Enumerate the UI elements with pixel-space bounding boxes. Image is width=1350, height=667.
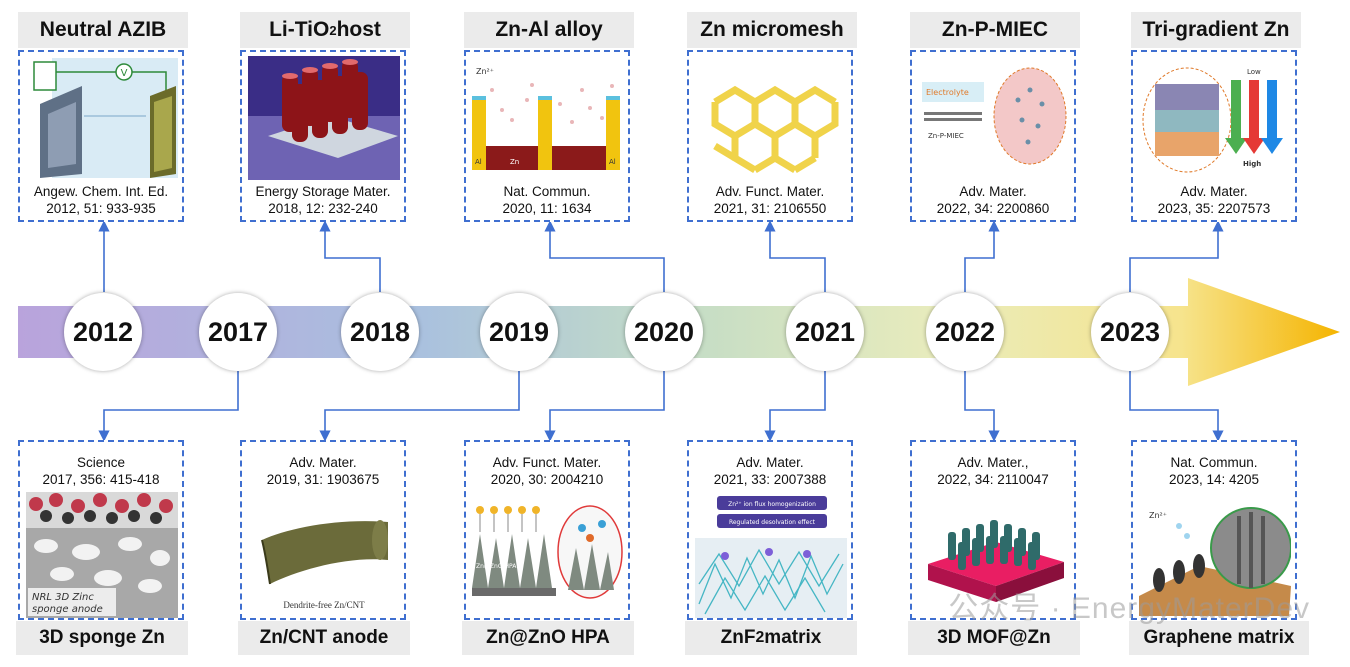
citation-journal: Nat. Commun. bbox=[1170, 455, 1258, 470]
year-label: 2022 bbox=[934, 316, 996, 347]
citation-volume: 2021, 31: 2106550 bbox=[713, 201, 827, 216]
znpmiec-label: Zn-P-MIEC bbox=[928, 132, 964, 140]
nrl-label: NRL 3D Zinc bbox=[32, 592, 94, 603]
al-label-right: Al bbox=[609, 158, 616, 166]
bottom-card-zn-cnt-anode: Adv. Mater. 2019, 31: 1903675 Dendrite-f… bbox=[240, 440, 406, 620]
citation-journal: Adv. Funct. Mater. bbox=[715, 184, 825, 199]
figure-zn-micromesh bbox=[695, 62, 847, 174]
citation-volume: 2023, 14: 4205 bbox=[1168, 472, 1260, 487]
figure-graphene: Zn²⁺ bbox=[1139, 496, 1292, 616]
year-circle-2012: 2012 bbox=[64, 293, 142, 371]
top-card-zn-p-miec: Electrolyte Zn-P-MIEC Adv. Mater. 2022, … bbox=[910, 50, 1076, 222]
znf-caption-a: Zn²⁺ ion flux homogenization bbox=[728, 501, 816, 508]
citation-volume: 2018, 12: 232-240 bbox=[268, 201, 378, 216]
bottom-title-zn-cnt-anode: Zn/CNT anode bbox=[238, 621, 410, 655]
sponge-label: sponge anode bbox=[32, 604, 103, 615]
top-title-tri-gradient-zn: Tri-gradient Zn bbox=[1131, 12, 1301, 48]
al-label-left: Al bbox=[475, 158, 482, 166]
year-label: 2019 bbox=[488, 316, 550, 347]
top-title-zn-al-alloy: Zn-Al alloy bbox=[464, 12, 634, 48]
citation-journal: Adv. Mater. bbox=[1180, 184, 1248, 199]
top-title-zn-p-miec: Zn-P-MIEC bbox=[910, 12, 1080, 48]
bottom-card-zn-zno-hpa: Adv. Funct. Mater. 2020, 30: 2004210 Zn@… bbox=[464, 440, 630, 620]
year-label: 2012 bbox=[72, 316, 134, 347]
year-circle-2017: 2017 bbox=[199, 293, 277, 371]
znf-caption-b: Regulated desolvation effect bbox=[729, 519, 816, 526]
bottom-card-3d-mof-zn: Adv. Mater., 2022, 34: 2110047 bbox=[910, 440, 1076, 620]
citation-journal: Adv. Mater., bbox=[957, 455, 1029, 470]
year-circle-2018: 2018 bbox=[341, 293, 419, 371]
year-circle-2019: 2019 bbox=[480, 293, 558, 371]
figure-zn-p-miec: Electrolyte Zn-P-MIEC bbox=[918, 60, 1070, 178]
zn2-label: Zn²⁺ bbox=[1149, 511, 1167, 520]
connectors bbox=[98, 220, 1224, 442]
figure-3d-sponge: NRL 3D Zinc sponge anode bbox=[26, 492, 178, 618]
bottom-title-graphene-matrix: Graphene matrix bbox=[1129, 621, 1309, 655]
citation-volume: 2023, 35: 2207573 bbox=[1157, 201, 1271, 216]
citation-journal: Science bbox=[76, 455, 126, 470]
watermark: 公众号 · EnergyMaterDev bbox=[948, 592, 1310, 625]
figure-neutral-azib: V bbox=[26, 56, 182, 180]
bottom-title-zn-zno-hpa: Zn@ZnO HPA bbox=[462, 621, 634, 655]
citation-volume: 2022, 34: 2110047 bbox=[937, 472, 1049, 487]
bottom-title-3d-sponge-zn: 3D sponge Zn bbox=[16, 621, 188, 655]
citation-volume: 2022, 34: 2200860 bbox=[936, 201, 1050, 216]
year-label: 2023 bbox=[1099, 316, 1161, 347]
low-label: Low bbox=[1247, 68, 1261, 76]
electrolyte-label: Electrolyte bbox=[926, 88, 969, 97]
citation-volume: 2019, 31: 1903675 bbox=[266, 472, 380, 487]
citation-journal: Adv. Mater. bbox=[736, 455, 804, 470]
citation-journal: Energy Storage Mater. bbox=[255, 184, 391, 199]
zn2-label: Zn²⁺ bbox=[476, 67, 494, 76]
figure-tri-gradient: Low High bbox=[1139, 58, 1291, 178]
figure-zn-al: Zn²⁺ Al Zn Al bbox=[472, 60, 624, 178]
year-label: 2017 bbox=[207, 316, 269, 347]
figure-li-tio2 bbox=[248, 56, 400, 180]
zn-zno-label: Zn@ZnO HPA bbox=[476, 563, 517, 570]
bottom-card-graphene-matrix: Nat. Commun. 2023, 14: 4205 Zn²⁺ bbox=[1131, 440, 1297, 620]
bottom-card-3d-sponge-zn: Science 2017, 356: 415-418 NRL 3D Zinc s… bbox=[18, 440, 184, 620]
citation-volume: 2017, 356: 415-418 bbox=[42, 472, 160, 487]
top-card-neutral-azib: V Angew. Chem. Int. Ed. 2012, 51: 933-93… bbox=[18, 50, 184, 222]
year-circle-2023: 2023 bbox=[1091, 293, 1169, 371]
top-card-zn-al-alloy: Zn²⁺ Al Zn Al Nat. Commun. bbox=[464, 50, 630, 222]
year-circle-2020: 2020 bbox=[625, 293, 703, 371]
year-circle-2022: 2022 bbox=[926, 293, 1004, 371]
citation-journal: Angew. Chem. Int. Ed. bbox=[33, 184, 169, 199]
top-card-tri-gradient-zn: Low High Adv. Mater. 2023, 35: 2207573 bbox=[1131, 50, 1297, 222]
bottom-card-znf2-matrix: Adv. Mater. 2021, 33: 2007388 Zn²⁺ ion f… bbox=[687, 440, 853, 620]
year-circle-2021: 2021 bbox=[786, 293, 864, 371]
top-title-zn-micromesh: Zn micromesh bbox=[687, 12, 857, 48]
year-label: 2020 bbox=[633, 316, 695, 347]
citation-journal: Nat. Commun. bbox=[503, 184, 591, 199]
zn-label: Zn bbox=[510, 158, 519, 166]
citation-volume: 2020, 30: 2004210 bbox=[490, 472, 604, 487]
figure-znf2: Zn²⁺ ion flux homogenization Regulated d… bbox=[695, 494, 847, 618]
citation-journal: Adv. Mater. bbox=[289, 455, 357, 470]
year-label: 2018 bbox=[349, 316, 411, 347]
high-label: High bbox=[1243, 160, 1261, 168]
top-card-li-tio2-host: Energy Storage Mater. 2018, 12: 232-240 bbox=[240, 50, 406, 222]
top-title-neutral-azib: Neutral AZIB bbox=[18, 12, 188, 48]
figure-zn-cnt: Dendrite-free Zn/CNT bbox=[248, 498, 400, 616]
citation-volume: 2020, 11: 1634 bbox=[502, 201, 592, 216]
citation-journal: Adv. Mater. bbox=[959, 184, 1027, 199]
year-label: 2021 bbox=[794, 316, 856, 347]
citation-volume: 2021, 33: 2007388 bbox=[713, 472, 827, 487]
dendrite-label: Dendrite-free Zn/CNT bbox=[283, 600, 365, 610]
bottom-title-3d-mof-zn: 3D MOF@Zn bbox=[908, 621, 1080, 655]
citation-journal: Adv. Funct. Mater. bbox=[492, 455, 602, 470]
figure-3d-mof bbox=[918, 502, 1070, 616]
figure-zn-zno-hpa: Zn@ZnO HPA bbox=[472, 498, 624, 616]
top-card-zn-micromesh: Adv. Funct. Mater. 2021, 31: 2106550 bbox=[687, 50, 853, 222]
citation-volume: 2012, 51: 933-935 bbox=[46, 201, 156, 216]
voltmeter-label: V bbox=[121, 68, 128, 79]
